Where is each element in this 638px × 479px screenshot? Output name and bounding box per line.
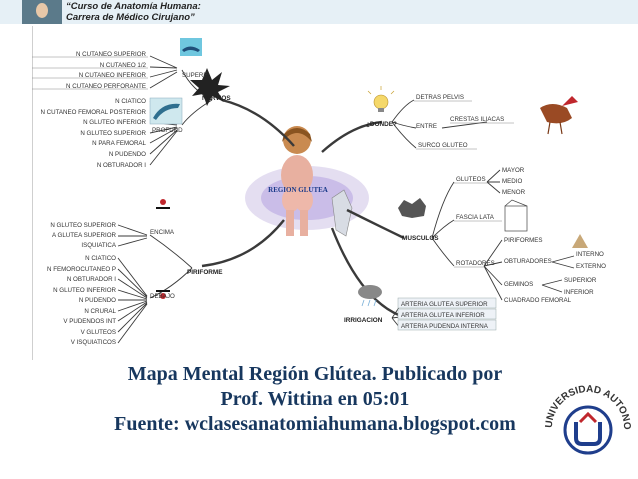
- irrigacion-item: ARTERIA GLUTEA SUPERIOR: [401, 301, 488, 308]
- fascia-label: FASCIA LATA: [456, 214, 495, 221]
- superf-item: N CUTANEO 1/2: [100, 62, 147, 69]
- university-logo: UNIVERSIDAD AUTONOMA DE AGUASCALIENTES: [538, 378, 632, 455]
- slide-header-bar: [0, 0, 638, 24]
- slide-caption: Mapa Mental Región Glútea. Publicado por…: [80, 362, 550, 437]
- nervios-label: NERVIOS: [202, 95, 231, 102]
- slide-title: “Curso de Anatomía Humana: Carrera de Mé…: [66, 1, 201, 23]
- debajo-item: N CRURAL: [84, 308, 116, 315]
- debajo-item: N GLUTEO INFERIOR: [53, 287, 116, 294]
- encima-item: N GLUTEO SUPERIOR: [50, 222, 116, 229]
- superf-label: SUPERF: [182, 72, 207, 79]
- donde-group: ¿DONDE? DETRAS PELVIS ENTRE SURCO GLUTEO…: [366, 86, 578, 150]
- obturadores-item: INTERNO: [576, 251, 604, 258]
- encima-item: A GLUTEA SUPERIOR: [52, 232, 116, 239]
- content-frame: [32, 26, 638, 360]
- donde-label: ¿DONDE?: [366, 121, 397, 128]
- musculos-group: MUSCULOS GLUTEOS MAYOR MEDIO MENOR FASCI…: [398, 167, 606, 304]
- geminos-item: INFERIOR: [564, 289, 594, 296]
- profund-item: N CIATICO: [115, 98, 146, 105]
- main-branches: [201, 98, 408, 320]
- debajo-item: N OBTURADOR I: [67, 276, 116, 283]
- profund-item: N OBTURADOR I: [97, 162, 146, 169]
- caption-line: Mapa Mental Región Glútea. Publicado por: [127, 363, 503, 385]
- rotadores-item: GEMINOS: [504, 281, 533, 288]
- debajo-item: N CIATICO: [85, 255, 116, 262]
- center-label: REGION GLUTEA: [268, 186, 328, 194]
- debajo-item: V PUDENDOS INT: [63, 318, 116, 325]
- profund-item: N PUDENDO: [109, 151, 146, 158]
- profund-label: PROFUND: [152, 127, 183, 134]
- superf-item: N CUTANEO PERFORANTE: [66, 83, 146, 90]
- donde-item: ENTRE: [416, 123, 437, 130]
- encima-label: ENCIMA: [150, 229, 175, 236]
- debajo-item: N PUDENDO: [79, 297, 116, 304]
- piriforme-label: PIRIFORME: [187, 269, 223, 276]
- piriforme-group: PIRIFORME ENCIMA DEBAJO N GLUTEO SUPERIO…: [47, 199, 223, 346]
- nervios-group: NERVIOS SUPERF PROFUND N CUTANEO SUPERIO…: [32, 38, 231, 169]
- gluteos-item: MEDIO: [502, 178, 522, 185]
- gluteos-label: GLUTEOS: [456, 176, 486, 183]
- caption-source: Fuente: wclasesanatomiahumana.blogspot.c…: [114, 413, 516, 435]
- debajo-item: V GLUTEOS: [81, 329, 116, 336]
- superf-item: N CUTANEO INFERIOR: [79, 72, 147, 79]
- debajo-item: V ISQUIATICOS: [71, 339, 116, 346]
- caption-line: Prof. Wittina en 05:01: [220, 388, 410, 410]
- geminos-item: SUPERIOR: [564, 277, 597, 284]
- debajo-label: DEBAJO: [150, 293, 175, 300]
- donde-item: SURCO GLUTEO: [418, 142, 468, 149]
- gluteos-item: MAYOR: [502, 167, 525, 174]
- obturadores-item: EXTERNO: [576, 263, 606, 270]
- profund-item: N CUTANEO FEMORAL POSTERIOR: [40, 109, 146, 116]
- encima-item: ISQUIATICA: [81, 242, 116, 249]
- profund-item: N PARA FEMORAL: [92, 140, 146, 147]
- profund-item: N GLUTEO INFERIOR: [83, 119, 146, 126]
- rotadores-item: CUADRADO FEMORAL: [504, 297, 572, 304]
- gluteos-item: MENOR: [502, 189, 526, 196]
- entre-item: CRESTAS ILIACAS: [450, 116, 504, 123]
- musculos-label: MUSCULOS: [402, 235, 439, 242]
- debajo-item: N FEMOROCUTANEO P: [47, 266, 116, 273]
- course-thumbnail: [22, 0, 62, 24]
- irrigacion-group: IRRIGACION ARTERIA GLUTEA SUPERIOR ARTER…: [344, 285, 497, 331]
- superf-item: N CUTANEO SUPERIOR: [76, 51, 147, 58]
- center-illustration: [245, 126, 369, 237]
- rotadores-item: OBTURADORES: [504, 258, 552, 265]
- mind-map: REGION GLUTEA NERVIOS SUPERF PROFUND N C…: [32, 38, 606, 346]
- rotadores-label: ROTADORES: [456, 260, 495, 267]
- irrigacion-item: ARTERIA GLUTEA INFERIOR: [401, 312, 485, 319]
- rotadores-item: PIRIFORMES: [504, 237, 543, 244]
- irrigacion-item: ARTERIA PUDENDA INTERNA: [401, 323, 489, 330]
- university-name: UNIVERSIDAD AUTONOMA DE AGUASCALIENTES: [538, 378, 632, 430]
- profund-item: N GLUTEO SUPERIOR: [80, 130, 146, 137]
- irrigacion-label: IRRIGACION: [344, 317, 383, 324]
- donde-item: DETRAS PELVIS: [416, 94, 464, 101]
